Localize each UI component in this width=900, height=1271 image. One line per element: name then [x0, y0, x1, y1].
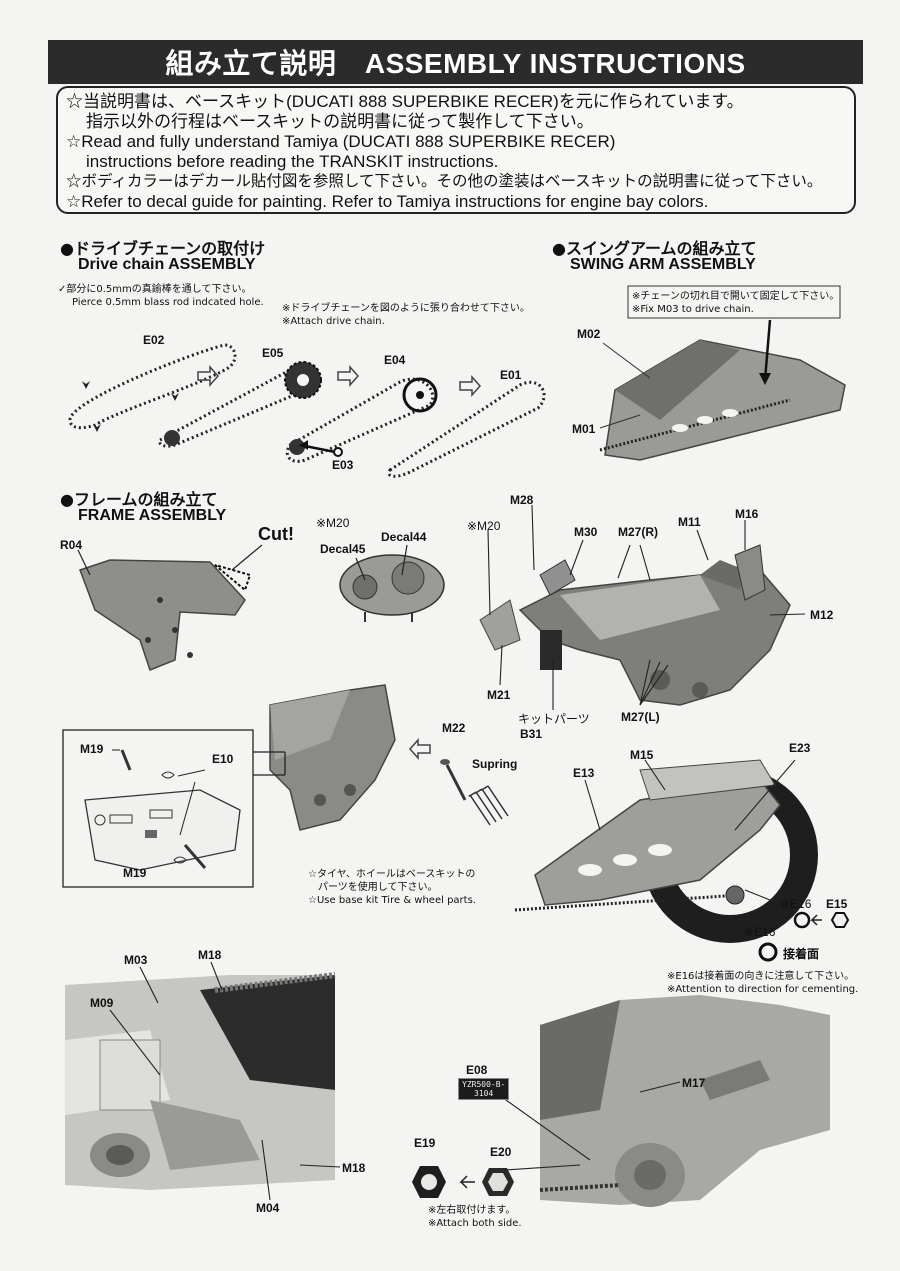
note-line: ☆当説明書は、ベースキット(DUCATI 888 SUPERBIKE RECER…	[66, 92, 744, 111]
label-m09: M09	[90, 996, 114, 1010]
frame-r04-illustration	[79, 559, 246, 671]
label-contact-surface: 接着面	[783, 947, 820, 961]
e16-note-jp: ※E16は接着面の向きに注意して下さい。	[667, 971, 855, 982]
label-m27l: M27(L)	[621, 710, 660, 724]
label-m04: M04	[256, 1201, 280, 1215]
swing-arm-title-en: SWING ARM ASSEMBLY	[570, 256, 756, 273]
label-e05: E05	[262, 346, 284, 360]
label-e02: E02	[143, 333, 165, 347]
label-m15: M15	[630, 748, 654, 762]
note-line: ☆ボディカラーはデカール貼付図を参照して下さい。その他の塗装はベースキットの説明…	[66, 173, 823, 190]
label-b31: B31	[520, 727, 543, 741]
rod-m22	[440, 759, 467, 801]
label-m30: M30	[574, 525, 598, 539]
label-r04: R04	[60, 538, 83, 552]
note-line: ☆Read and fully understand Tamiya (DUCAT…	[66, 132, 616, 151]
number-plate-e08: YZR500-B- 3104	[458, 1078, 510, 1100]
photo-rear-axle	[539, 995, 830, 1207]
label-e01: E01	[500, 368, 522, 382]
photo-rear-frame	[65, 972, 336, 1190]
swing-arm-note-jp: ※チェーンの切れ目で開いて固定して下さい。	[632, 291, 840, 302]
rear-wheel-illustration	[514, 759, 818, 943]
label-e13: E13	[573, 766, 595, 780]
frame-title-en: FRAME ASSEMBLY	[78, 507, 227, 524]
frame-title-jp: ●フレームの組み立て	[60, 490, 218, 509]
label-m21: M21	[487, 688, 511, 702]
frame-side-illustration	[269, 684, 396, 831]
label-e16-a: ※E16	[780, 897, 812, 911]
drive-chain-title-en: Drive chain ASSEMBLY	[78, 256, 256, 273]
sprocket-small-b	[289, 439, 305, 455]
page-title: 組み立て説明 ASSEMBLY INSTRUCTIONS	[48, 40, 863, 84]
note-line: 指示以外の行程はベースキットの説明書に従って製作して下さい。	[86, 112, 594, 131]
note-line: instructions before reading the TRANSKIT…	[86, 152, 499, 171]
swing-arm-title-jp: ●スイングアームの組み立て	[552, 239, 757, 258]
attach-chain-note-en: ※Attach drive chain.	[282, 316, 385, 327]
attach-chain-note-jp: ※ドライブチェーンを図のように張り合わせて下さい。	[282, 303, 530, 314]
label-e10: E10	[212, 752, 234, 766]
note-line: ☆Refer to decal guide for painting. Refe…	[66, 192, 709, 211]
contact-surface-icon	[758, 942, 778, 962]
pierce-note-en: Pierce 0.5mm blass rod indcated hole.	[72, 297, 264, 308]
label-m18-b: M18	[342, 1161, 366, 1175]
detail-inset-frame	[62, 729, 254, 888]
sprocket-e04	[402, 377, 438, 413]
sprocket-small-a	[164, 430, 180, 446]
label-m19-b: M19	[123, 866, 147, 880]
label-m17: M17	[682, 1076, 706, 1090]
label-e08: E08	[466, 1063, 488, 1077]
instruction-notes: ☆当説明書は、ベースキット(DUCATI 888 SUPERBIKE RECER…	[56, 86, 856, 214]
label-m01: M01	[572, 422, 596, 436]
label-m03: M03	[124, 953, 148, 967]
cut-label: Cut!	[258, 524, 294, 544]
label-m28: M28	[510, 493, 534, 507]
pierce-note-jp: ✓部分に0.5mmの真鍮棒を通して下さい。	[58, 284, 252, 295]
tire-note-jp: ☆タイヤ、ホイールはベースキットの	[308, 869, 476, 880]
nut-e19	[412, 1166, 446, 1198]
label-m22: M22	[442, 721, 466, 735]
label-e20: E20	[490, 1145, 512, 1159]
decal-plate-illustration	[339, 554, 445, 622]
label-m20-b: ※M20	[467, 519, 501, 533]
e16-note-en: ※Attention to direction for cementing.	[667, 984, 859, 995]
label-e16-b: ※E16	[744, 925, 776, 939]
label-m11: M11	[678, 515, 701, 529]
inset-part-illustration	[84, 749, 241, 871]
label-e15: E15	[826, 897, 848, 911]
sprocket-e05	[284, 361, 322, 399]
label-m18-a: M18	[198, 948, 222, 962]
label-e03: E03	[332, 458, 354, 472]
swing-arm-note-box	[627, 285, 841, 319]
label-m16: M16	[735, 507, 759, 521]
label-e04: E04	[384, 353, 406, 367]
label-m12: M12	[810, 608, 834, 622]
label-m20-a: ※M20	[316, 516, 350, 530]
label-supring: Supring	[472, 757, 518, 771]
washer-e16a	[793, 911, 811, 929]
washer-e03	[333, 447, 343, 457]
label-decal44: Decal44	[381, 530, 427, 544]
spring-illustration	[468, 785, 509, 826]
frame-main-illustration	[479, 544, 791, 706]
label-m27r: M27(R)	[618, 525, 659, 539]
swing-arm-illustration	[599, 319, 846, 461]
label-e23: E23	[789, 741, 811, 755]
nut-e15	[830, 912, 850, 928]
label-kit-parts: キットパーツ	[518, 712, 590, 726]
label-e19: E19	[414, 1136, 436, 1150]
tire-note-jp-2: パーツを使用して下さい。	[318, 882, 438, 893]
label-decal45: Decal45	[320, 542, 366, 556]
swing-arm-note-en: ※Fix M03 to drive chain.	[632, 304, 754, 315]
nut-e20	[482, 1168, 514, 1196]
label-m19-a: M19	[80, 742, 104, 756]
check-mark-icon: ✓	[58, 284, 67, 295]
label-m02: M02	[577, 327, 601, 341]
drive-chain-title-jp: ●ドライブチェーンの取付け	[60, 239, 266, 258]
attach-both-note-jp: ※左右取付けます。	[428, 1205, 516, 1216]
attach-both-note-en: ※Attach both side.	[428, 1218, 522, 1229]
tire-note-en: ☆Use base kit Tire & wheel parts.	[308, 895, 476, 906]
